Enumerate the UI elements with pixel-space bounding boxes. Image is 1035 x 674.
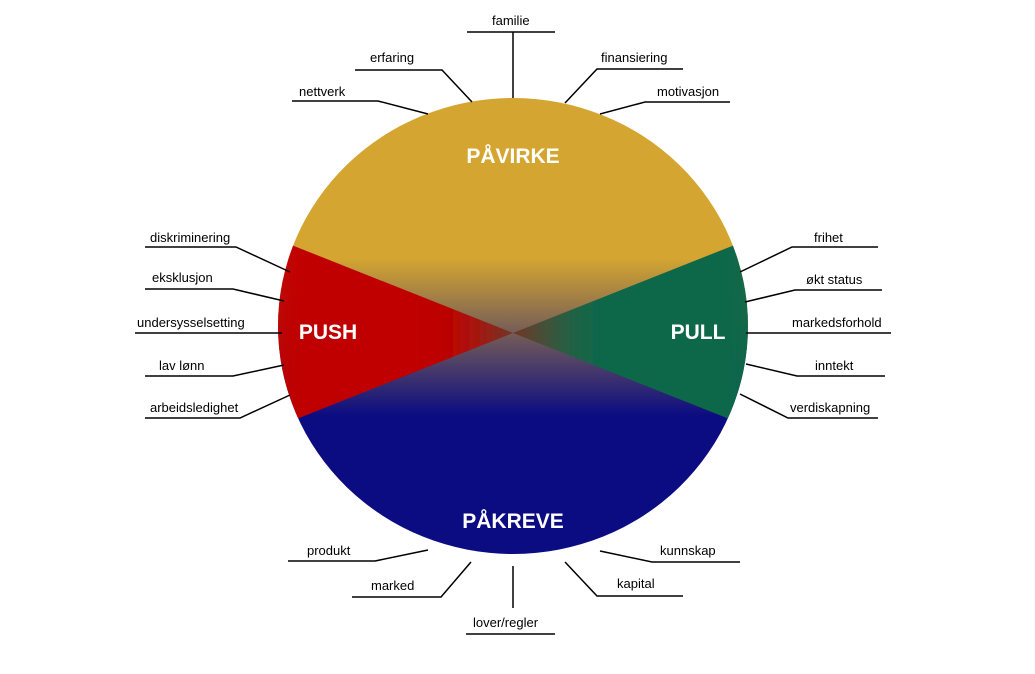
label-frihet: frihet <box>814 230 843 245</box>
label-verdiskapning: verdiskapning <box>790 400 871 415</box>
ring <box>278 98 748 554</box>
label-marked: marked <box>371 578 415 593</box>
leader-arbeidsledighet <box>145 394 291 419</box>
label-okt-status: økt status <box>806 272 863 287</box>
label-diskriminering: diskriminering <box>150 230 231 245</box>
leader-verdiskapning <box>739 393 878 419</box>
leader-produkt <box>288 549 429 562</box>
leader-motivasjon <box>599 101 730 115</box>
label-kunnskap: kunnskap <box>660 543 716 558</box>
label-lav-lonn: lav lønn <box>159 358 205 373</box>
label-kapital: kapital <box>617 576 655 591</box>
leader-nettverk <box>292 100 429 115</box>
leader-marked <box>352 561 472 598</box>
leader-lav-lonn <box>145 364 285 377</box>
label-familie: familie <box>492 13 530 28</box>
segment-title-top: PÅVIRKE <box>466 145 560 168</box>
label-motivasjon: motivasjon <box>657 84 720 99</box>
segment-title-left: PUSH <box>298 321 358 344</box>
segment-title-bottom: PÅKREVE <box>462 510 564 533</box>
label-produkt: produkt <box>307 543 351 558</box>
ring-horizontal-fill <box>278 98 748 554</box>
label-inntekt: inntekt <box>815 358 854 373</box>
label-finansiering: finansiering <box>601 50 668 65</box>
label-markedsforhold: markedsforhold <box>792 315 882 330</box>
label-undersysselsetting: undersysselsetting <box>137 315 245 330</box>
leader-inntekt <box>745 363 885 377</box>
leader-kunnskap <box>599 550 740 563</box>
label-nettverk: nettverk <box>299 84 346 99</box>
leader-finansiering <box>564 68 683 104</box>
label-erfaring: erfaring <box>370 50 415 65</box>
leader-kapital <box>564 561 683 597</box>
leader-okt-status <box>744 289 882 303</box>
leader-diskriminering <box>145 246 291 273</box>
label-lover-regler: lover/regler <box>473 615 539 630</box>
leader-frihet <box>739 246 878 273</box>
label-eksklusjon: eksklusjon <box>152 270 213 285</box>
connector-lines <box>135 31 891 635</box>
label-arbeidsledighet: arbeidsledighet <box>150 400 239 415</box>
leader-eksklusjon <box>145 288 285 302</box>
segment-title-right: PULL <box>670 321 726 344</box>
leader-erfaring <box>355 69 473 103</box>
